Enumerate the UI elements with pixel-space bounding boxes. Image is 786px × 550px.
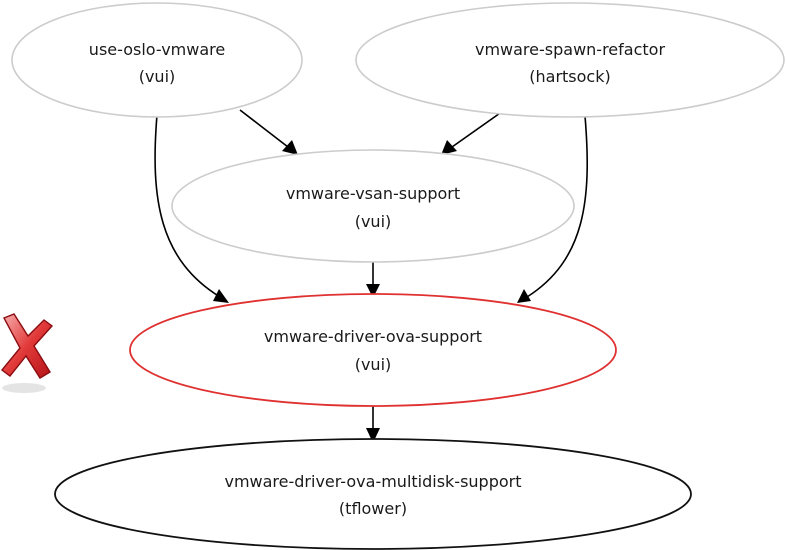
arrowhead [366, 284, 380, 298]
node-border [54, 438, 692, 550]
node-owner: (tflower) [339, 499, 407, 518]
node-vmware-spawn-refactor[interactable]: vmware-spawn-refactor (hartsock) [355, 2, 785, 118]
node-border [171, 149, 575, 263]
node-owner: (hartsock) [529, 67, 610, 86]
node-vmware-driver-ova-multidisk-support[interactable]: vmware-driver-ova-multidisk-support (tfl… [54, 438, 692, 550]
arrowhead [441, 140, 457, 155]
edge-use-oslo-to-ova [154, 114, 221, 298]
node-border [129, 293, 617, 407]
edge-spawn-refactor-to-vsan [451, 110, 504, 148]
node-use-oslo-vmware[interactable]: use-oslo-vmware (vui) [11, 2, 303, 118]
arrowhead [366, 428, 380, 443]
edge-use-oslo-to-vsan [239, 109, 289, 148]
node-owner: (vui) [355, 212, 392, 231]
edges [154, 109, 589, 443]
arrowhead [213, 289, 229, 303]
node-vmware-driver-ova-support[interactable]: vmware-driver-ova-support (vui) [129, 293, 617, 407]
node-title: vmware-driver-ova-support [264, 327, 482, 346]
node-title: use-oslo-vmware [89, 40, 225, 59]
node-owner: (vui) [139, 67, 176, 86]
edge-spawn-refactor-to-ova [526, 115, 589, 298]
node-title: vmware-vsan-support [286, 184, 460, 203]
node-vmware-vsan-support[interactable]: vmware-vsan-support (vui) [171, 149, 575, 263]
arrowhead [282, 140, 298, 155]
node-owner: (vui) [355, 355, 392, 374]
arrowhead [517, 289, 531, 303]
node-border [355, 2, 785, 118]
red-x-cross-icon [0, 313, 54, 393]
node-title: vmware-spawn-refactor [475, 40, 665, 59]
node-title: vmware-driver-ova-multidisk-support [224, 472, 521, 491]
node-border [11, 2, 303, 118]
